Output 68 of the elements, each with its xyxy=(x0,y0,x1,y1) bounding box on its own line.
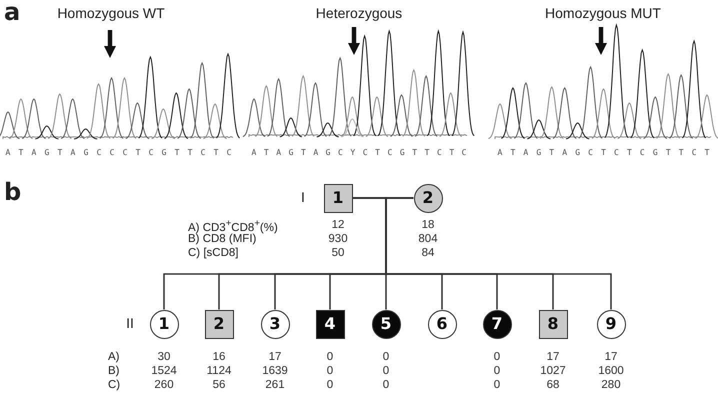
pedigree-circle xyxy=(482,310,512,338)
pedigree-circle xyxy=(414,184,442,212)
generation-label: II xyxy=(126,316,134,331)
pedigree-circle xyxy=(596,310,626,338)
individual-number: 1 xyxy=(332,190,344,206)
value-text: 68 xyxy=(546,379,560,392)
individual-number: 9 xyxy=(605,316,617,332)
pedigree-circle xyxy=(372,310,400,338)
value-text: 1600 xyxy=(598,365,624,378)
value-text: 17 xyxy=(268,351,282,364)
individual-number: 7 xyxy=(491,316,503,332)
chromatogram-title: Homozygous MUT xyxy=(545,6,661,21)
pedigree-square xyxy=(324,184,352,212)
panel-label: b xyxy=(4,180,22,206)
chromatogram-title: Heterozygous xyxy=(316,6,402,21)
pedigree-circle xyxy=(260,310,290,338)
value-text: 56 xyxy=(212,379,226,392)
individual-number: 6 xyxy=(436,316,448,332)
value-text: 0 xyxy=(382,365,390,378)
value-text: 930 xyxy=(328,233,348,246)
sequence-text: A T A G T A G C Y C T C G T T C T C xyxy=(252,149,466,157)
chromatogram-title: Homozygous WT xyxy=(57,6,165,21)
individual-number: 2 xyxy=(213,316,225,332)
row-label: B) xyxy=(108,365,120,378)
value-text: 1027 xyxy=(540,365,566,378)
individual-number: 5 xyxy=(380,316,392,332)
pedigree-square xyxy=(316,310,344,338)
value-text: 16 xyxy=(212,351,226,364)
generation-label: I xyxy=(301,190,305,205)
value-text: 18 xyxy=(422,219,434,232)
individual-number: 8 xyxy=(547,316,559,332)
value-text: 0 xyxy=(326,365,334,378)
value-text: 1639 xyxy=(262,365,288,378)
value-text: 0 xyxy=(326,351,334,364)
individual-number: 3 xyxy=(269,316,281,332)
value-text: 280 xyxy=(601,379,621,392)
value-text: 804 xyxy=(418,233,438,246)
value-text: 0 xyxy=(494,351,500,364)
pedigree-square xyxy=(204,310,234,338)
value-text: 17 xyxy=(546,351,560,364)
value-text: 0 xyxy=(382,379,390,392)
value-text: 0 xyxy=(326,379,334,392)
row-label: A) xyxy=(108,351,120,364)
value-text: 12 xyxy=(332,219,344,232)
value-text: 0 xyxy=(494,365,500,378)
individual-number: 4 xyxy=(324,316,336,332)
pedigree-circle xyxy=(428,310,456,338)
value-text: 261 xyxy=(265,379,285,392)
individual-number: 2 xyxy=(422,190,434,206)
value-text: 1524 xyxy=(151,365,177,378)
sequence-text: A T A G T A G C C C T C G T T C T C xyxy=(6,149,232,157)
value-text: 30 xyxy=(158,351,170,364)
row-label: B) CD8 (MFI) xyxy=(188,233,256,246)
value-text: 17 xyxy=(604,351,618,364)
value-text: 0 xyxy=(382,351,390,364)
value-text: 260 xyxy=(154,379,174,392)
sequence-text: A T A G T A G C T C T C G T T C T xyxy=(498,149,710,157)
row-label: C) [sCD8] xyxy=(188,247,238,260)
value-text: 1124 xyxy=(206,365,232,378)
individual-number: 1 xyxy=(158,316,170,332)
value-text: 0 xyxy=(494,379,500,392)
value-text: 84 xyxy=(422,247,434,260)
row-label: C) xyxy=(108,379,120,392)
panel-label: a xyxy=(4,0,20,26)
row-label: A) CD3$^{+}$CD8$^{+}$(%) xyxy=(188,219,278,234)
pedigree-circle xyxy=(150,310,178,338)
pedigree-square xyxy=(538,310,568,338)
value-text: 50 xyxy=(332,247,344,260)
